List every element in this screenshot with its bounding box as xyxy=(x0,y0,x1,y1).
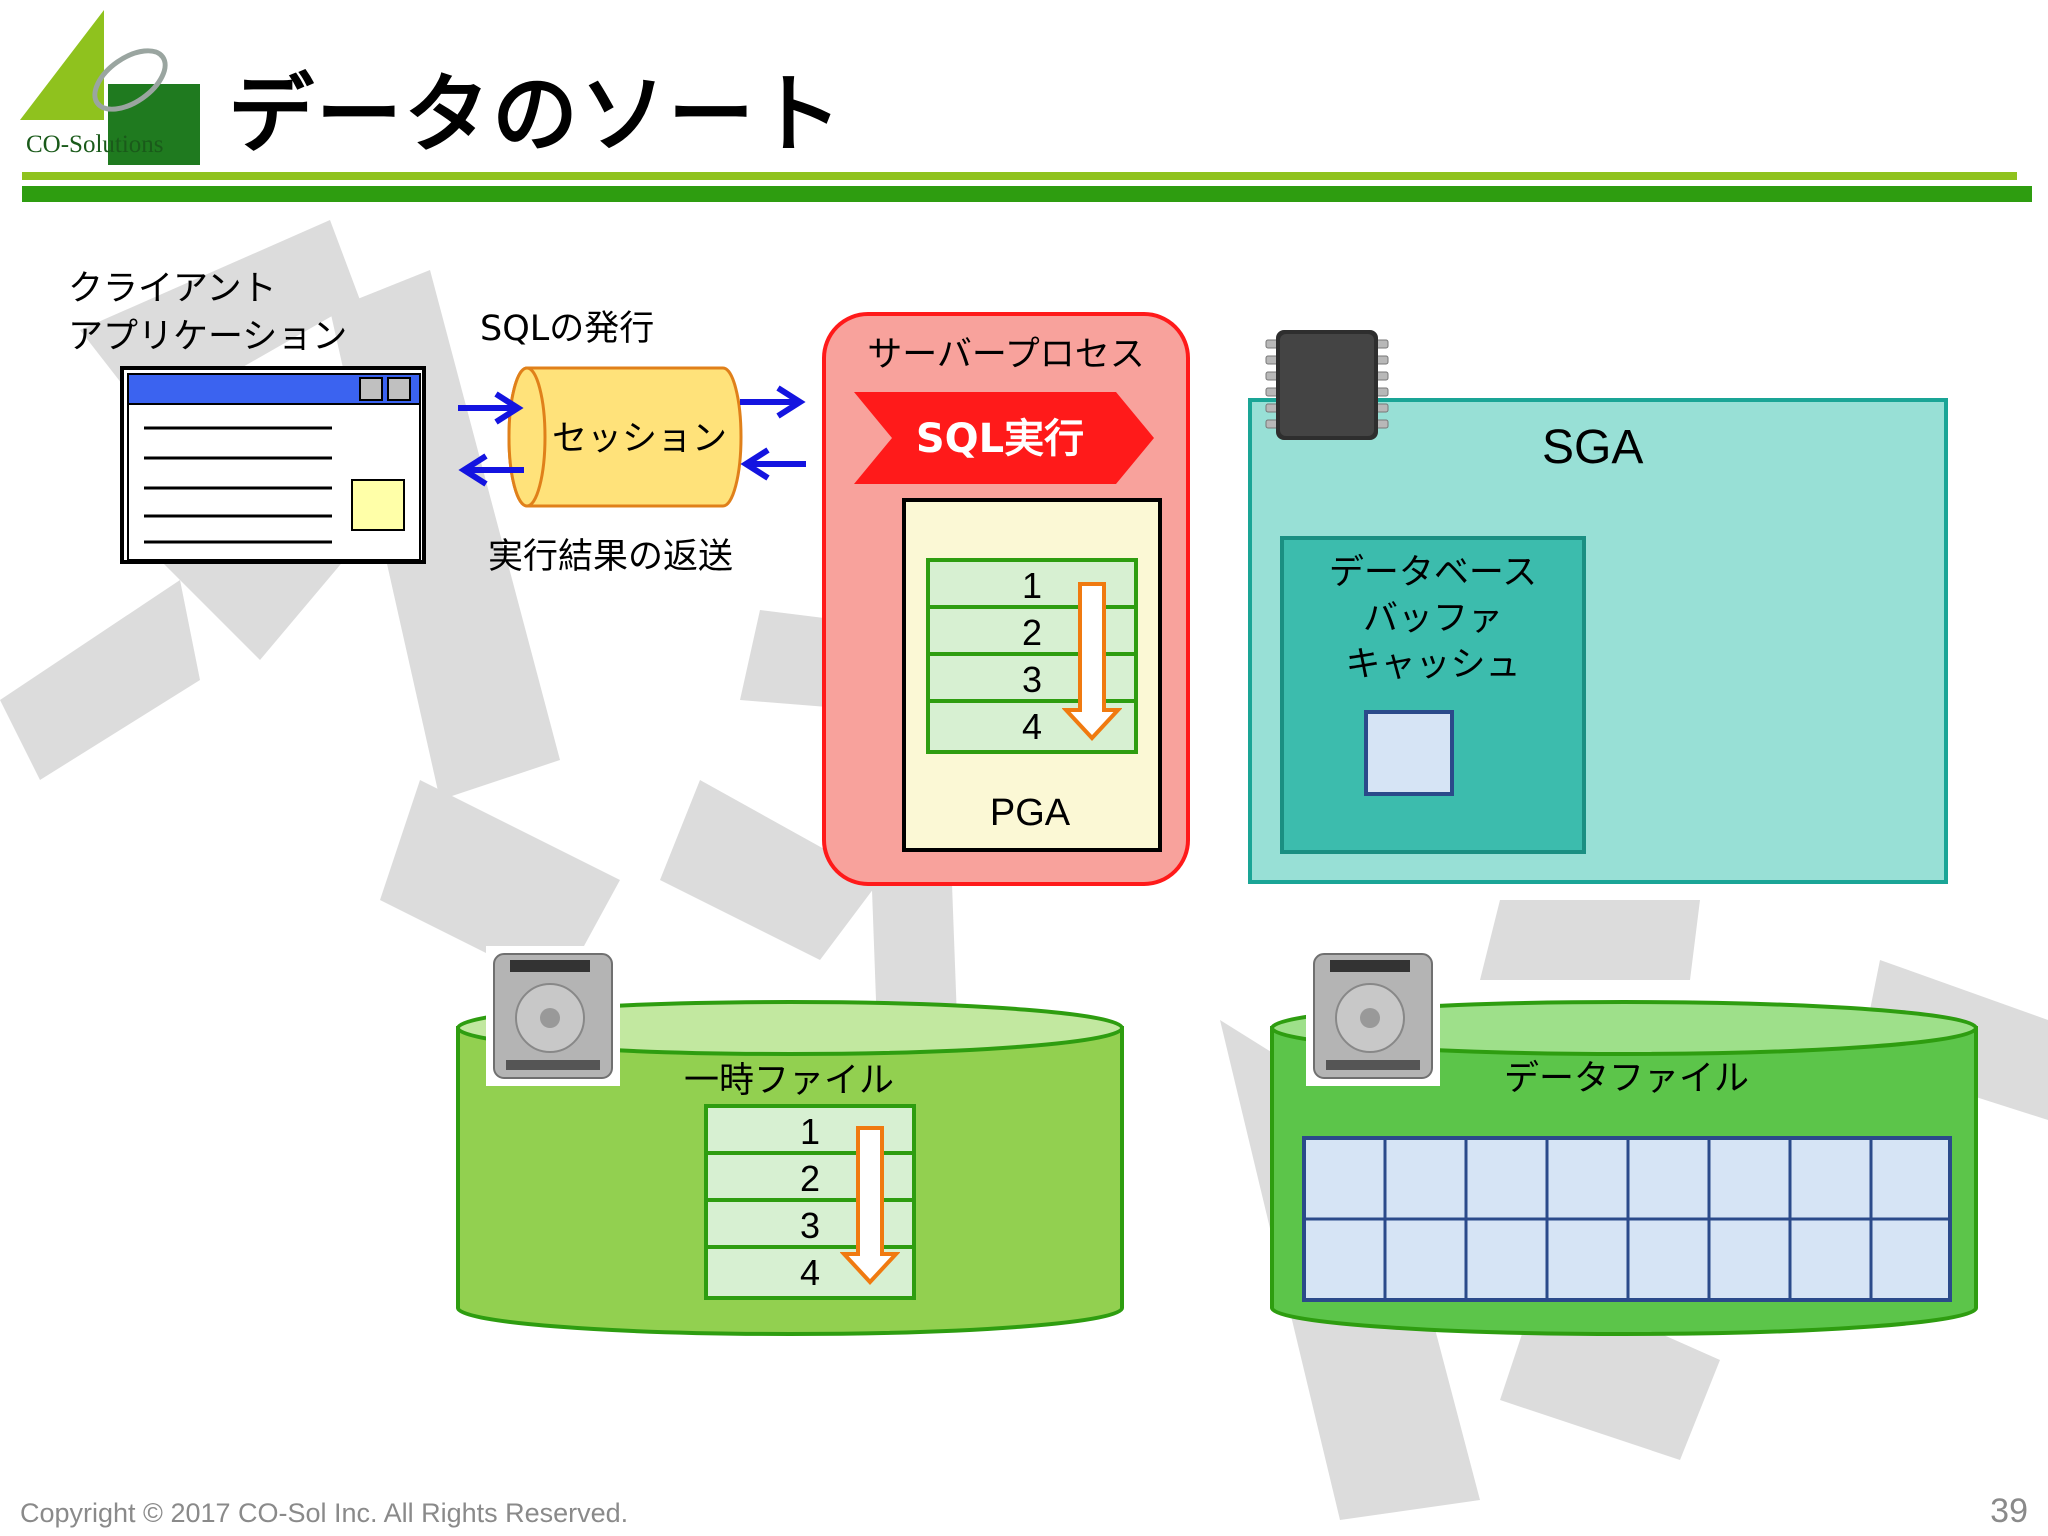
temp-row: 1 xyxy=(708,1108,912,1155)
arrow-session-to-server-icon xyxy=(740,385,806,419)
page-number: 39 xyxy=(1990,1492,2028,1530)
temp-row: 2 xyxy=(708,1155,912,1202)
sga-label: SGA xyxy=(1542,421,1644,474)
pga-label: PGA xyxy=(989,792,1071,834)
memory-chip-icon xyxy=(1265,330,1389,440)
copyright-text: Copyright © 2017 CO-Sol Inc. All Rights … xyxy=(20,1498,629,1528)
page-title: データのソート xyxy=(228,65,844,165)
buffer-cache-label-line1: データベース xyxy=(1328,553,1538,593)
arrow-client-to-session-icon xyxy=(458,391,524,425)
sql-issue-label: SQLの発行 xyxy=(480,309,655,349)
temp-file-disk-icon xyxy=(486,946,620,1086)
buffer-cache-box xyxy=(1280,536,1586,854)
header-rule-dark xyxy=(22,186,2032,202)
temp-row: 4 xyxy=(799,1252,821,1293)
temp-file-label: 一時ファイル xyxy=(684,1061,895,1101)
arrow-session-to-client-icon xyxy=(458,453,524,487)
data-file-label: データファイル xyxy=(1504,1059,1750,1099)
return-label: 実行結果の返送 xyxy=(488,537,734,577)
client-window-icon xyxy=(120,366,426,564)
header-rule-light xyxy=(22,172,2017,180)
company-logo xyxy=(20,10,200,165)
data-file-disk-icon xyxy=(1306,946,1440,1086)
arrow-server-to-session-icon xyxy=(740,447,806,481)
client-label-line1: クライアント xyxy=(68,269,277,309)
cached-block xyxy=(1364,710,1454,796)
buffer-cache-label-line3: キャッシュ xyxy=(1345,645,1521,685)
temp-sort-arrow-icon xyxy=(840,1126,900,1285)
temp-row: 3 xyxy=(708,1202,912,1249)
client-label-line2: アプリケーション xyxy=(68,317,348,357)
pga-row: 4 xyxy=(1021,706,1043,747)
pga-sort-arrow-icon xyxy=(1062,582,1122,741)
server-process-label: サーバープロセス xyxy=(867,335,1145,375)
buffer-cache-label-line2: バッファ xyxy=(1362,599,1503,639)
pga-row: 3 xyxy=(930,656,1134,703)
data-file-block-grid xyxy=(1302,1136,1952,1302)
session-cylinder xyxy=(507,366,743,508)
logo-text: CO-Solutions xyxy=(26,131,164,158)
sql-exec-banner xyxy=(854,392,1154,484)
pga-row: 2 xyxy=(930,609,1134,656)
sql-exec-label: SQL実行 xyxy=(915,416,1085,462)
pga-row: 1 xyxy=(930,562,1134,609)
session-label: セッション xyxy=(552,419,728,459)
